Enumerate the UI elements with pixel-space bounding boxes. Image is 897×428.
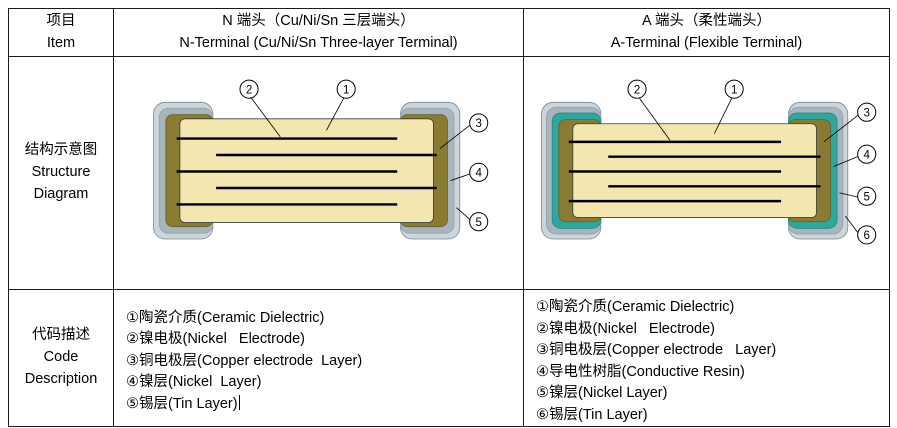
header-a-en: A-Terminal (Flexible Terminal) (610, 34, 803, 51)
code-label-en1: Code (43, 349, 79, 366)
callout-nickel-plating: 5 (838, 186, 876, 206)
callout-circle (336, 79, 356, 99)
callout-nickel-plating: 4 (450, 162, 488, 182)
callout-leader-line (844, 215, 858, 233)
callout-tin-plating: 6 (844, 215, 876, 245)
callout-leader-line (823, 115, 858, 143)
desc-line-conductive-resin: ④导电性树脂(Conductive Resin) (536, 363, 745, 380)
a-terminal-diagram-cell: 2 1 3 4 (523, 56, 890, 290)
callout-circle (238, 79, 259, 99)
header-n-terminal-cell: N 端头（Cu/Ni/Sn 三层端头） N-Terminal (Cu/Ni/Sn… (113, 8, 524, 57)
header-item-cell: 项目 Item (8, 8, 114, 57)
callout-copper: 3 (439, 113, 488, 149)
internal-electrodes (176, 137, 437, 206)
callout-leader-line (833, 156, 858, 167)
callout-leader-line (450, 173, 470, 181)
callout-leader-line (325, 97, 344, 131)
callout-nickel-electrode: 2 (626, 79, 670, 141)
desc-line-nickel-layer: ⑤镍层(Nickel Layer) (536, 385, 668, 401)
desc-line-copper-layer: ③铜电极层(Copper electrode Layer) (536, 342, 777, 358)
callout-circle (856, 186, 876, 206)
callout-leader-line (455, 207, 470, 220)
desc-line-copper-layer: ③铜电极层(Copper electrode Layer) (126, 352, 363, 369)
callout-number: 1 (342, 84, 348, 96)
callout-leader-line (713, 97, 732, 134)
callout-ceramic: 1 (713, 79, 744, 134)
header-n-zh: N 端头（Cu/Ni/Sn 三层端头） (222, 12, 415, 29)
callout-circle (856, 102, 876, 122)
callout-circle (626, 79, 647, 99)
header-a-terminal-cell: A 端头（柔性端头） A-Terminal (Flexible Terminal… (523, 8, 890, 57)
callout-circle (724, 79, 744, 99)
callout-nickel-electrode: 2 (238, 79, 281, 137)
callout-circle (856, 225, 876, 245)
callout-number: 3 (863, 107, 869, 119)
code-description-row: 代码描述 Code Description ①陶瓷介质(Ceramic Diel… (8, 289, 890, 427)
callout-leader-line (838, 192, 858, 198)
desc-line-tin-layer: ⑤锡层(Tin Layer) (126, 394, 513, 416)
structure-label-en2: Diagram (33, 185, 89, 202)
callout-number: 6 (863, 230, 869, 242)
desc-line-nickel-layer: ④镍层(Nickel Layer) (126, 374, 262, 391)
callout-ceramic: 1 (325, 79, 356, 131)
desc-line-nickel-electrode: ②镍电极(Nickel Electrode) (126, 331, 305, 348)
callout-number: 1 (730, 84, 736, 96)
callout-leader-line (439, 124, 470, 149)
structure-label-zh: 结构示意图 (24, 142, 98, 159)
desc-line-ceramic: ①陶瓷介质(Ceramic Dielectric) (536, 299, 735, 315)
callout-number: 5 (863, 191, 869, 203)
callout-number: 2 (245, 84, 251, 96)
callout-number: 4 (475, 167, 482, 179)
callout-conductive-resin: 4 (833, 144, 876, 167)
text-caret (238, 394, 240, 410)
callout-number: 2 (633, 84, 639, 96)
code-label-en2: Description (24, 370, 98, 387)
structure-label-en1: Structure (31, 164, 91, 181)
header-item-en: Item (46, 34, 76, 51)
callout-leader-line (638, 97, 670, 141)
callout-tin-plating: 5 (455, 207, 488, 232)
callout-number: 4 (863, 149, 870, 161)
n-terminal-diagram-cell: 2 1 3 4 (113, 56, 524, 290)
header-n-en: N-Terminal (Cu/Ni/Sn Three-layer Termina… (179, 34, 458, 51)
code-row-label-cell: 代码描述 Code Description (8, 289, 114, 427)
n-terminal-description-cell[interactable]: ①陶瓷介质(Ceramic Dielectric) ②镍电极(Nickel El… (113, 289, 524, 427)
a-terminal-description-cell[interactable]: ①陶瓷介质(Ceramic Dielectric) ②镍电极(Nickel El… (523, 289, 890, 427)
callout-circle (468, 162, 488, 182)
desc-line-tin-layer: ⑥锡层(Tin Layer) (536, 406, 648, 423)
desc-line-tin-layer-text: ⑤锡层(Tin Layer) (126, 395, 238, 412)
header-a-zh: A 端头（柔性端头） (642, 12, 771, 29)
structure-row-label-cell: 结构示意图 Structure Diagram (8, 56, 114, 290)
n-terminal-structure-diagram: 2 1 3 4 (152, 79, 488, 240)
internal-electrodes (568, 140, 821, 203)
header-item-zh: 项目 (46, 12, 76, 29)
callout-number: 5 (475, 217, 481, 229)
callout-copper: 3 (823, 102, 876, 143)
desc-line-ceramic: ①陶瓷介质(Ceramic Dielectric) (126, 309, 325, 326)
a-terminal-structure-diagram: 2 1 3 4 (540, 79, 876, 245)
callout-circle (856, 144, 876, 164)
callout-circle (468, 113, 488, 133)
callout-leader-line (250, 97, 281, 137)
callout-circle (468, 211, 488, 232)
code-label-zh: 代码描述 (32, 327, 90, 344)
structure-diagram-row: 结构示意图 Structure Diagram (8, 56, 890, 290)
callout-number: 3 (475, 118, 481, 130)
terminal-spec-table: 项目 Item N 端头（Cu/Ni/Sn 三层端头） N-Terminal (… (8, 8, 890, 427)
desc-line-nickel-electrode: ②镍电极(Nickel Electrode) (536, 320, 715, 337)
header-row: 项目 Item N 端头（Cu/Ni/Sn 三层端头） N-Terminal (… (8, 8, 890, 57)
